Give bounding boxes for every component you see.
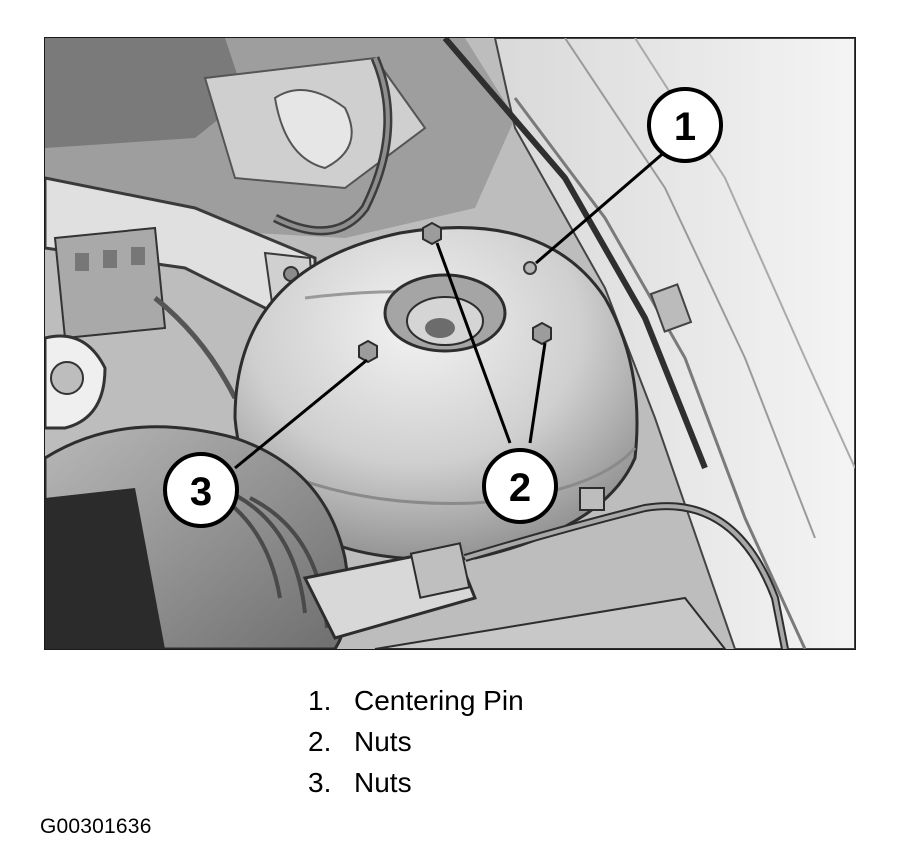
engine-bay-illustration: 1 2 3 xyxy=(44,37,856,650)
figure-id: G00301636 xyxy=(40,815,152,838)
callout-1-label: 1 xyxy=(674,105,696,149)
legend-list: 1. Centering Pin 2. Nuts 3. Nuts xyxy=(308,680,524,803)
legend-item-text: Nuts xyxy=(354,767,412,798)
legend-item: 2. Nuts xyxy=(308,721,524,762)
callout-1: 1 xyxy=(647,87,723,163)
callout-3: 3 xyxy=(163,452,239,528)
legend-item: 3. Nuts xyxy=(308,762,524,803)
legend-item-number: 2. xyxy=(308,726,332,757)
callout-3-label: 3 xyxy=(190,470,212,514)
legend-item: 1. Centering Pin xyxy=(308,680,524,721)
legend-item-text: Centering Pin xyxy=(354,685,524,716)
callout-2: 2 xyxy=(482,448,558,524)
legend-item-text: Nuts xyxy=(354,726,412,757)
legend-item-number: 3. xyxy=(308,767,332,798)
callout-2-label: 2 xyxy=(509,466,531,510)
legend-item-number: 1. xyxy=(308,685,332,716)
